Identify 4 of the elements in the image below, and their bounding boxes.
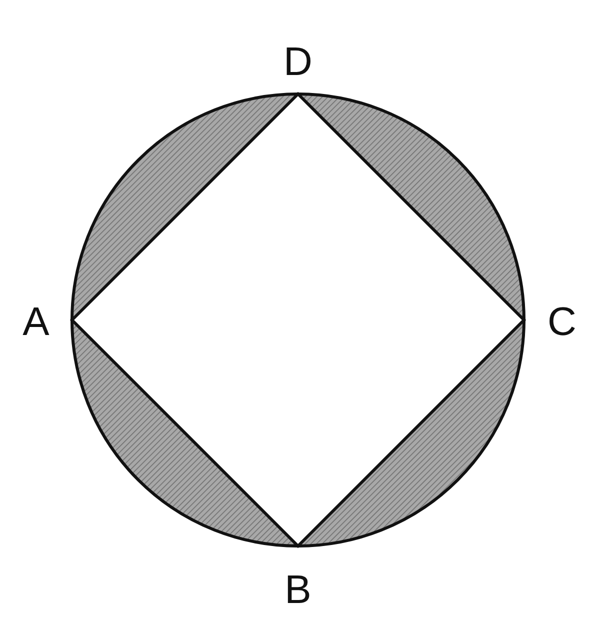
point-label: C — [548, 302, 576, 342]
point-label: B — [284, 570, 312, 610]
point-label: A — [22, 302, 50, 342]
point-label: D — [284, 42, 312, 82]
